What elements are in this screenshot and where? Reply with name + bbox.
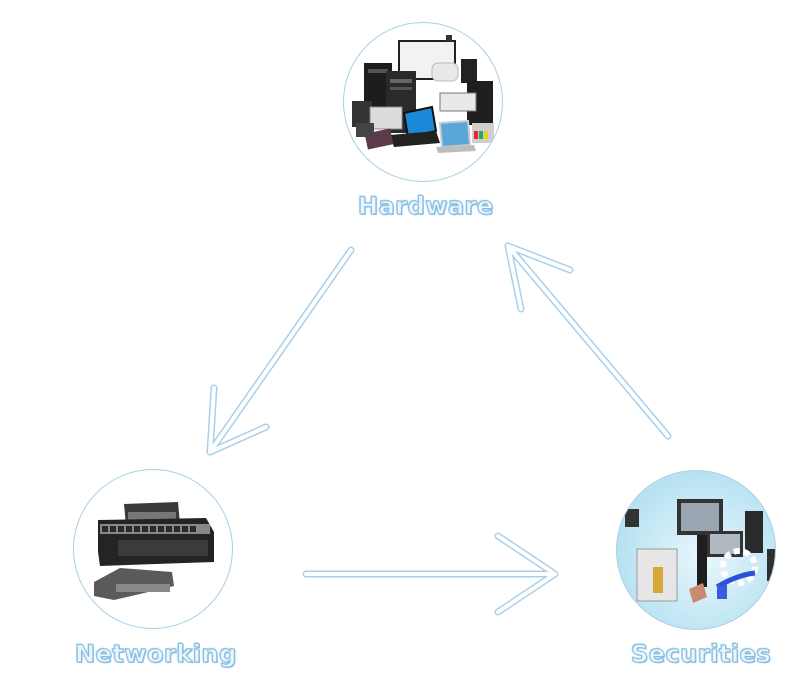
- networking-label: Networking: [75, 640, 237, 669]
- network-switch-icon: [94, 502, 214, 600]
- arrow-securities-to-hardware: [504, 242, 672, 440]
- arrow-networking-to-securities: [302, 532, 559, 616]
- securities-image-circle: [616, 470, 776, 630]
- security-systems-icon: [625, 499, 775, 603]
- securities-label: Securities: [630, 640, 772, 669]
- hardware-image-circle: [343, 22, 503, 182]
- arrow-hardware-to-networking: [206, 246, 355, 456]
- hardware-label: Hardware: [358, 192, 494, 221]
- hardware-collage-icon: [352, 35, 494, 153]
- networking-image-circle: [73, 469, 233, 629]
